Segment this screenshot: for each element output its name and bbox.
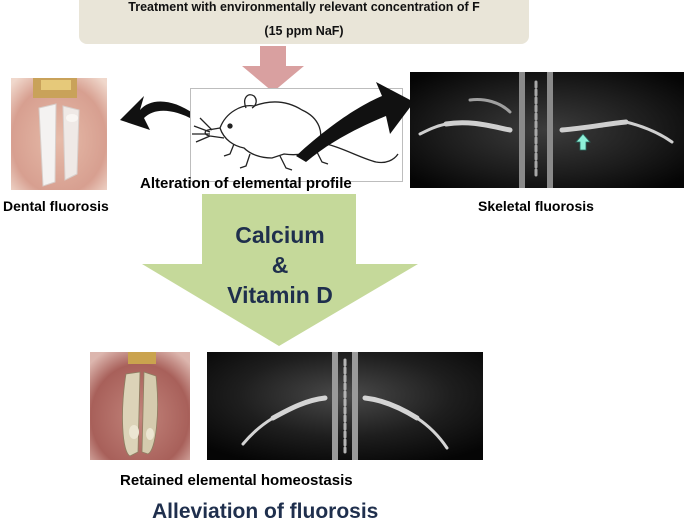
treatment-line-2: (15 ppm NaF) xyxy=(264,24,344,38)
skeletal-fluorosis-xray-image xyxy=(410,72,684,188)
skeletal-fluorosis-label: Skeletal fluorosis xyxy=(478,198,594,214)
alteration-label: Alteration of elemental profile xyxy=(140,175,352,192)
treated-skeletal-xray-image xyxy=(207,352,483,460)
retained-homeostasis-label: Retained elemental homeostasis xyxy=(120,472,353,489)
big-down-arrow-icon xyxy=(142,194,418,346)
curved-arrow-right-icon xyxy=(296,82,414,162)
dental-fluorosis-image xyxy=(11,78,107,190)
treatment-line-1: Treatment with environmentally relevant … xyxy=(128,0,480,14)
intervention-vitamin-d: Vitamin D xyxy=(227,282,333,308)
treated-dental-image xyxy=(90,352,190,460)
dental-fluorosis-label: Dental fluorosis xyxy=(3,198,109,214)
treatment-box xyxy=(79,0,529,44)
down-arrow-icon xyxy=(242,46,304,92)
curved-arrow-left-icon xyxy=(120,96,194,130)
alleviation-label: Alleviation of fluorosis xyxy=(152,500,379,523)
up-arrow-marker-icon xyxy=(575,133,591,151)
intervention-calcium: Calcium xyxy=(235,222,325,248)
intervention-ampersand: & xyxy=(271,252,289,278)
